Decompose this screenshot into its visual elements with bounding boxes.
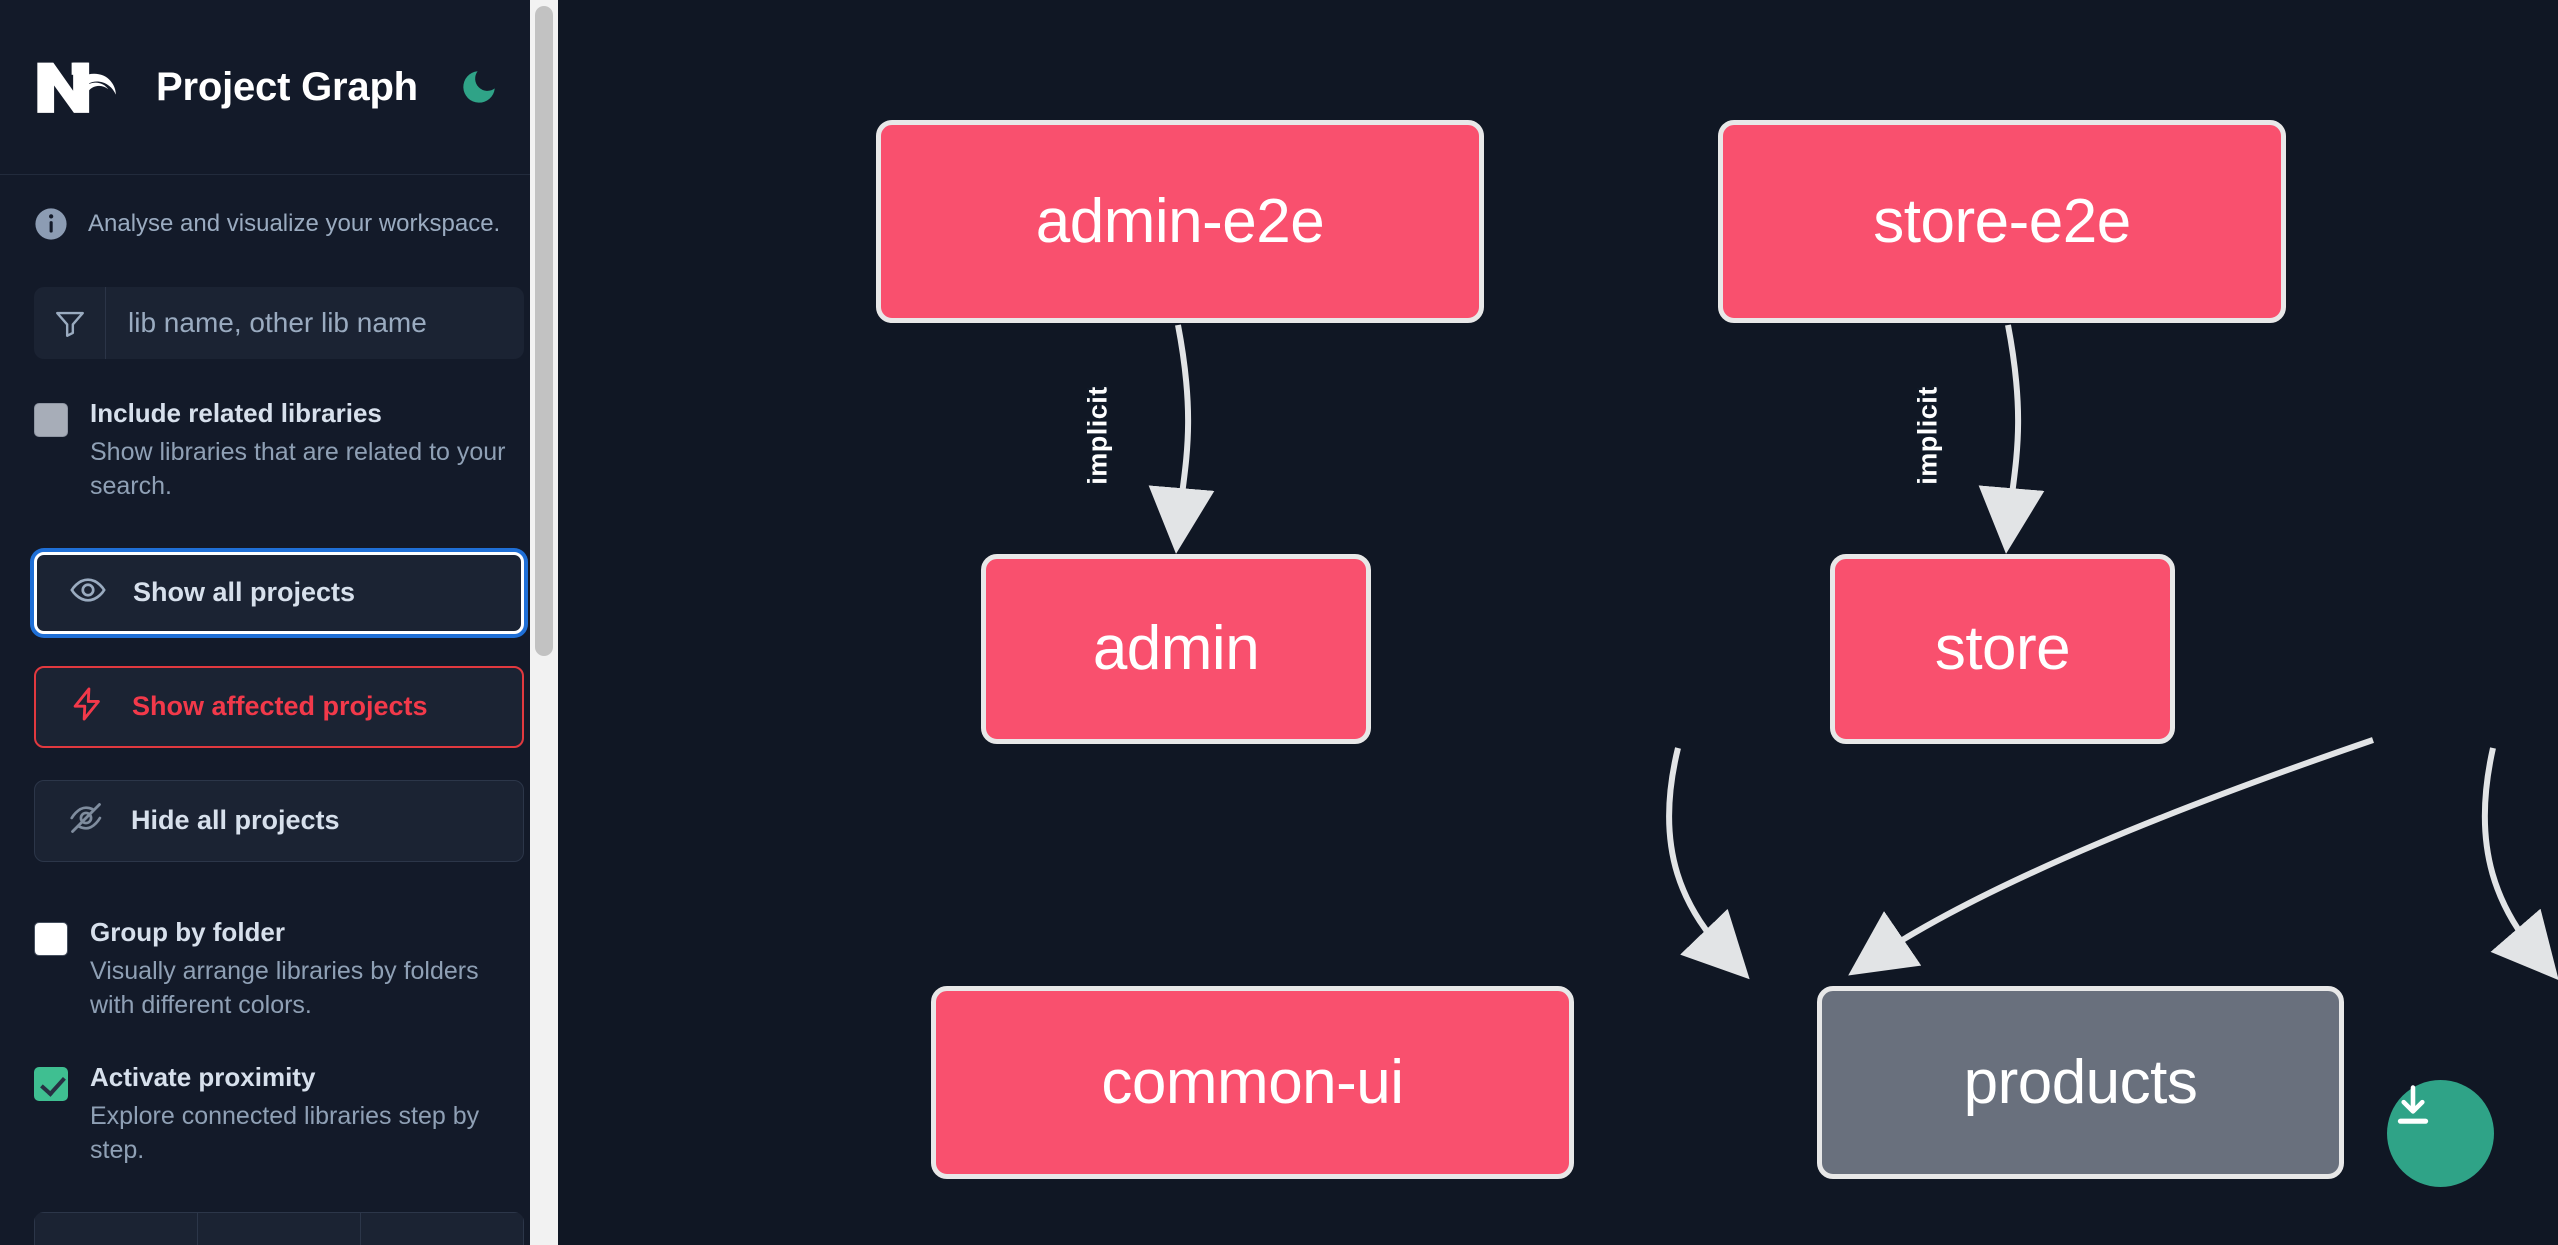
download-icon: [2397, 1085, 2429, 1124]
page-title: Project Graph: [156, 64, 418, 109]
sidebar-scrollbar-track[interactable]: [530, 0, 558, 1245]
filter-icon: [34, 287, 106, 359]
edge-admin-e2e-admin: [1148, 324, 1215, 554]
search-input[interactable]: [106, 287, 524, 359]
graph-node-products[interactable]: products: [1817, 986, 2344, 1179]
checkbox-activate-proximity-label: Activate proximity: [90, 1061, 316, 1092]
checkbox-include-related-libraries-box[interactable]: [34, 403, 68, 437]
show-all-projects-label: Show all projects: [133, 577, 356, 608]
graph-canvas[interactable]: admin-e2e store-e2e admin store common-u…: [558, 0, 2558, 1245]
edge-label-store-e2e-store: implicit: [1912, 386, 1943, 485]
proximity-step-segment-3[interactable]: [360, 1211, 524, 1245]
download-image-button[interactable]: [2387, 1080, 2494, 1187]
moon-icon[interactable]: [456, 64, 502, 110]
graph-node-store[interactable]: store: [1830, 554, 2175, 744]
graph-node-common-ui[interactable]: common-ui: [931, 986, 1574, 1179]
sidebar-header: Project Graph: [0, 0, 558, 175]
edge-store-products: [2481, 747, 2558, 981]
checkbox-group-by-folder-box[interactable]: [34, 921, 68, 956]
graph-edges: [1148, 324, 2558, 981]
checkbox-activate-proximity[interactable]: Activate proximity Explore connected lib…: [34, 1061, 524, 1168]
graph-node-store-e2e-label: store-e2e: [1873, 186, 2131, 256]
edge-label-admin-e2e-admin: implicit: [1082, 386, 1113, 485]
sidebar-body: Include related libraries Show libraries…: [0, 241, 558, 1245]
graph-node-admin-e2e[interactable]: admin-e2e: [876, 120, 1484, 323]
edge-admin-common-ui: [1666, 747, 1750, 980]
graph-node-store-e2e[interactable]: store-e2e: [1718, 120, 2286, 323]
search-box[interactable]: [34, 287, 524, 359]
edge-store-e2e-store: [1978, 324, 2045, 554]
proximity-step-segment-2[interactable]: [197, 1211, 360, 1245]
edge-store-common-ui: [1848, 737, 2374, 976]
lightning-icon: [68, 685, 106, 728]
graph-node-products-label: products: [1963, 1047, 2198, 1117]
eye-off-icon: [67, 799, 105, 842]
hide-all-projects-button[interactable]: Hide all projects: [34, 779, 524, 862]
proximity-step-segment-1[interactable]: [34, 1211, 197, 1245]
graph-node-admin[interactable]: admin: [981, 554, 1371, 744]
graph-node-store-label: store: [1934, 614, 2071, 683]
checkbox-group-by-folder-description: Visually arrange libraries by folders wi…: [90, 956, 479, 1020]
sidebar: Project Graph Analyse and visualize your…: [0, 0, 558, 1245]
checkbox-include-related-libraries-description: Show libraries that are related to your …: [90, 437, 506, 501]
checkbox-include-related-libraries-label: Include related libraries: [90, 398, 382, 428]
workspace-info: Analyse and visualize your workspace.: [0, 175, 558, 241]
info-icon: [34, 207, 68, 241]
graph-node-admin-e2e-label: admin-e2e: [1035, 186, 1325, 256]
nx-logo-icon: [34, 55, 126, 119]
checkbox-activate-proximity-description: Explore connected libraries step by step…: [90, 1101, 480, 1165]
show-all-projects-button[interactable]: Show all projects: [34, 551, 524, 634]
checkbox-group-by-folder-label: Group by folder: [90, 916, 285, 947]
info-text: Analyse and visualize your workspace.: [88, 210, 501, 237]
checkbox-include-related-libraries[interactable]: Include related libraries Show libraries…: [34, 398, 524, 504]
proximity-step-segmented-control[interactable]: [34, 1211, 524, 1245]
sidebar-scrollbar-thumb[interactable]: [535, 6, 553, 656]
visibility-button-group: Show all projects Show affected projects: [34, 551, 524, 862]
graph-node-admin-label: admin: [1092, 614, 1260, 683]
hide-all-projects-label: Hide all projects: [131, 805, 340, 836]
checkbox-activate-proximity-box[interactable]: [34, 1066, 68, 1101]
graph-node-common-ui-label: common-ui: [1101, 1047, 1404, 1117]
checkbox-group-by-folder[interactable]: Group by folder Visually arrange librari…: [34, 916, 524, 1023]
show-affected-projects-button[interactable]: Show affected projects: [34, 665, 524, 748]
eye-icon: [69, 571, 107, 614]
show-affected-projects-label: Show affected projects: [132, 691, 428, 722]
